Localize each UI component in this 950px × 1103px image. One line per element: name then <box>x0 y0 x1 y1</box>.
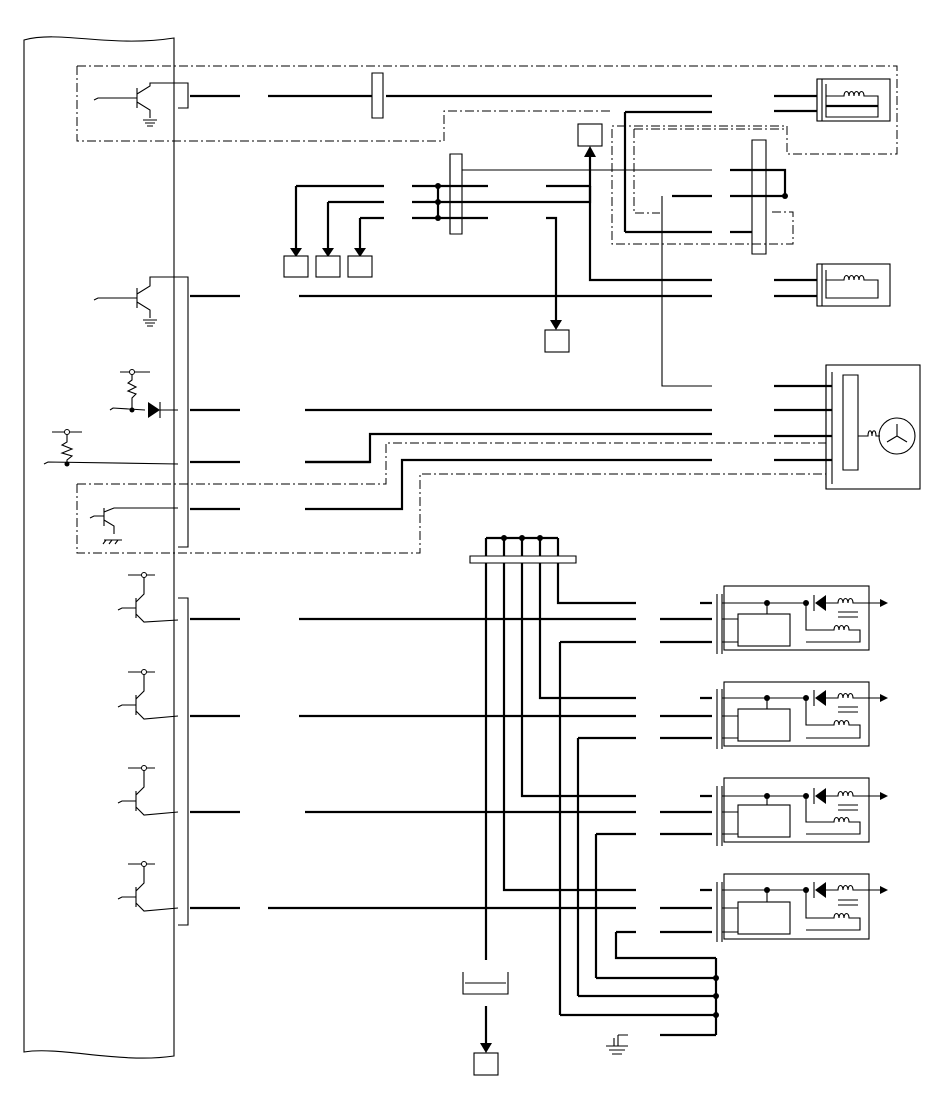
ground-symbol-chassis <box>606 1034 628 1055</box>
ignition-signal-wires <box>190 617 719 1037</box>
ecm-internal-circuits <box>43 82 179 912</box>
three-phase-motor <box>774 364 921 490</box>
ignition-coil-3 <box>660 777 888 846</box>
top-circuit-wires <box>190 72 822 298</box>
relay-coil-2 <box>816 263 891 307</box>
ecm-connectors <box>178 82 189 926</box>
junction-connector <box>283 123 712 353</box>
middle-circuit-wires <box>190 408 712 511</box>
upper-right-connector <box>623 110 788 387</box>
ignition-coil-2 <box>660 681 888 749</box>
ignition-coil-1 <box>660 585 888 654</box>
lower-junction <box>462 535 636 1076</box>
relay-coil-1 <box>816 78 891 122</box>
shield-boundaries <box>76 65 898 554</box>
ecm-unit <box>23 36 175 1059</box>
ignition-coil-4 <box>660 873 888 942</box>
